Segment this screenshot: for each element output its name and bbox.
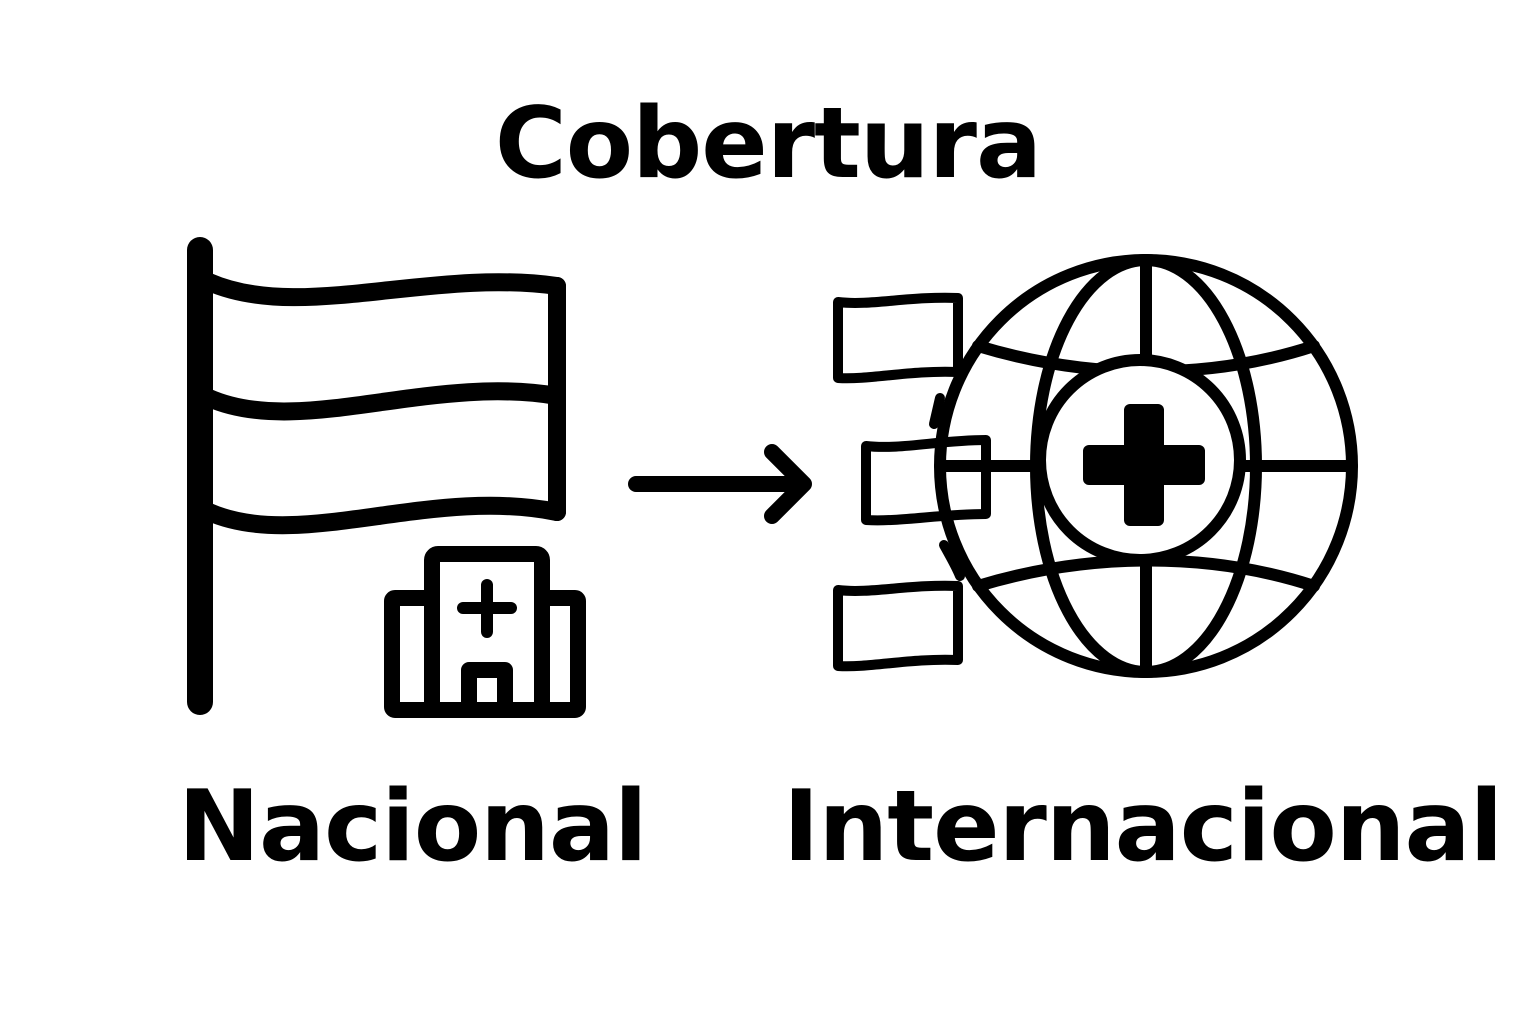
flag-cloth <box>200 273 566 535</box>
small-flag-top <box>833 292 963 384</box>
arrow-nacional-to-internacional <box>628 444 812 524</box>
label-nacional: Nacional <box>178 770 648 884</box>
small-flag-middle <box>861 435 991 526</box>
diagram-title: Cobertura <box>494 87 1042 201</box>
label-internacional: Internacional <box>783 770 1503 884</box>
hospital-icon <box>384 546 586 718</box>
flags-icon <box>833 292 991 672</box>
small-flag-bottom <box>833 580 963 672</box>
medical-cross-icon <box>1083 404 1205 526</box>
